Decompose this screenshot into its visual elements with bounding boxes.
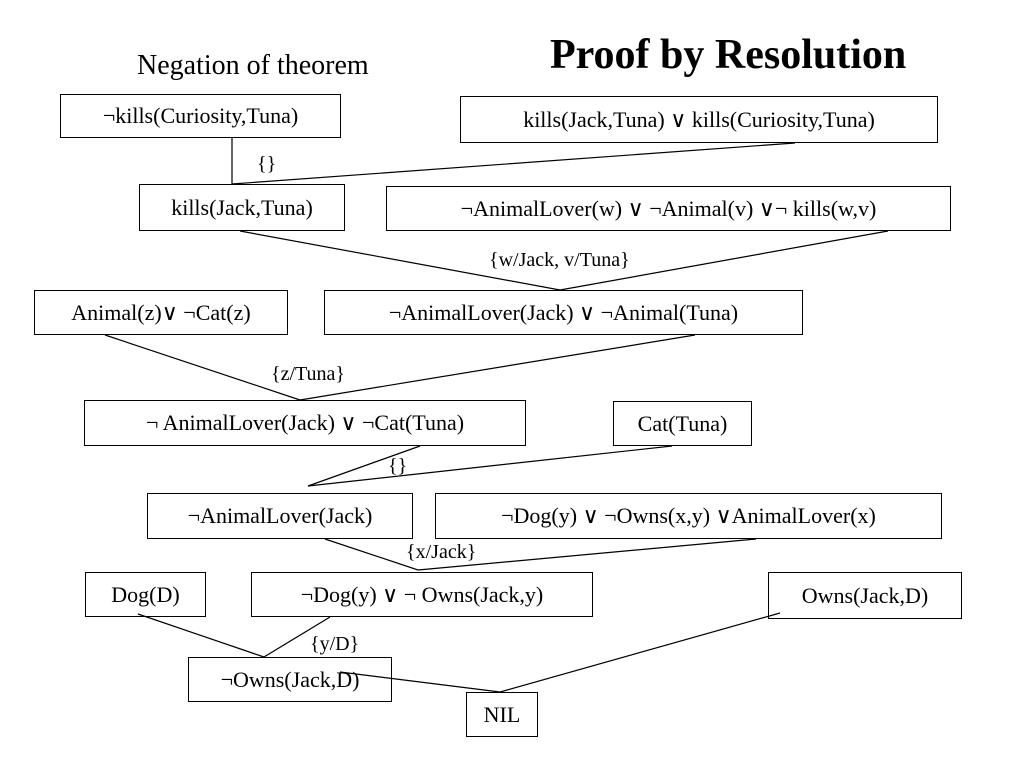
edge-step5-right bbox=[417, 538, 757, 571]
substitution-step6: {y/D} bbox=[310, 633, 360, 655]
edge-step4-right bbox=[307, 445, 673, 487]
substitution-step2: {w/Jack, v/Tuna} bbox=[489, 249, 630, 271]
clause-not-dog-or-not-owns-jack: ¬Dog(y) ∨ ¬ Owns(Jack,y) bbox=[251, 572, 593, 617]
clause-not-owns-jack-d: ¬Owns(Jack,D) bbox=[188, 657, 392, 702]
clause-kills-jack-or-curiosity: kills(Jack,Tuna) ∨ kills(Curiosity,Tuna) bbox=[460, 96, 938, 143]
edge-step6-right bbox=[263, 616, 331, 658]
edge-step5-left bbox=[324, 538, 419, 571]
negation-caption: Negation of theorem bbox=[137, 50, 369, 81]
clause-dog-d: Dog(D) bbox=[85, 572, 206, 617]
substitution-step4: {} bbox=[388, 455, 408, 477]
clause-not-kills-curiosity-tuna: ¬kills(Curiosity,Tuna) bbox=[60, 94, 341, 138]
substitution-step5: {x/Jack} bbox=[406, 541, 477, 563]
edge-step2-left bbox=[239, 230, 561, 291]
edge-step4-left bbox=[307, 445, 421, 487]
clause-not-animallover-jack-or-not-animal-tuna: ¬AnimalLover(Jack) ∨ ¬Animal(Tuna) bbox=[324, 290, 803, 335]
clause-not-animallover-jack-or-not-cat-tuna: ¬ AnimalLover(Jack) ∨ ¬Cat(Tuna) bbox=[84, 400, 526, 446]
clause-nil: NIL bbox=[466, 692, 538, 737]
clause-not-animallover-jack: ¬AnimalLover(Jack) bbox=[147, 493, 413, 539]
substitution-step3: {z/Tuna} bbox=[271, 363, 346, 385]
edge-step7-right bbox=[499, 612, 781, 693]
clause-kills-jack-tuna: kills(Jack,Tuna) bbox=[139, 184, 345, 231]
edge-step3-left bbox=[104, 334, 301, 401]
edge-step2-right bbox=[559, 230, 889, 291]
edge-step6-left bbox=[137, 613, 265, 658]
edge-step3-right bbox=[299, 334, 696, 401]
clause-owns-jack-d: Owns(Jack,D) bbox=[768, 572, 962, 619]
clause-doglover-rule: ¬Dog(y) ∨ ¬Owns(x,y) ∨AnimalLover(x) bbox=[435, 493, 942, 539]
clause-cat-tuna: Cat(Tuna) bbox=[613, 401, 752, 446]
substitution-step1: {} bbox=[257, 153, 277, 175]
edge-step1-right bbox=[231, 142, 796, 185]
clause-animal-or-not-cat: Animal(z)∨ ¬Cat(z) bbox=[34, 290, 288, 335]
slide-title: Proof by Resolution bbox=[550, 32, 907, 78]
edge-step7-left bbox=[339, 671, 501, 693]
clause-animallover-rule: ¬AnimalLover(w) ∨ ¬Animal(v) ∨¬ kills(w,… bbox=[386, 186, 951, 231]
